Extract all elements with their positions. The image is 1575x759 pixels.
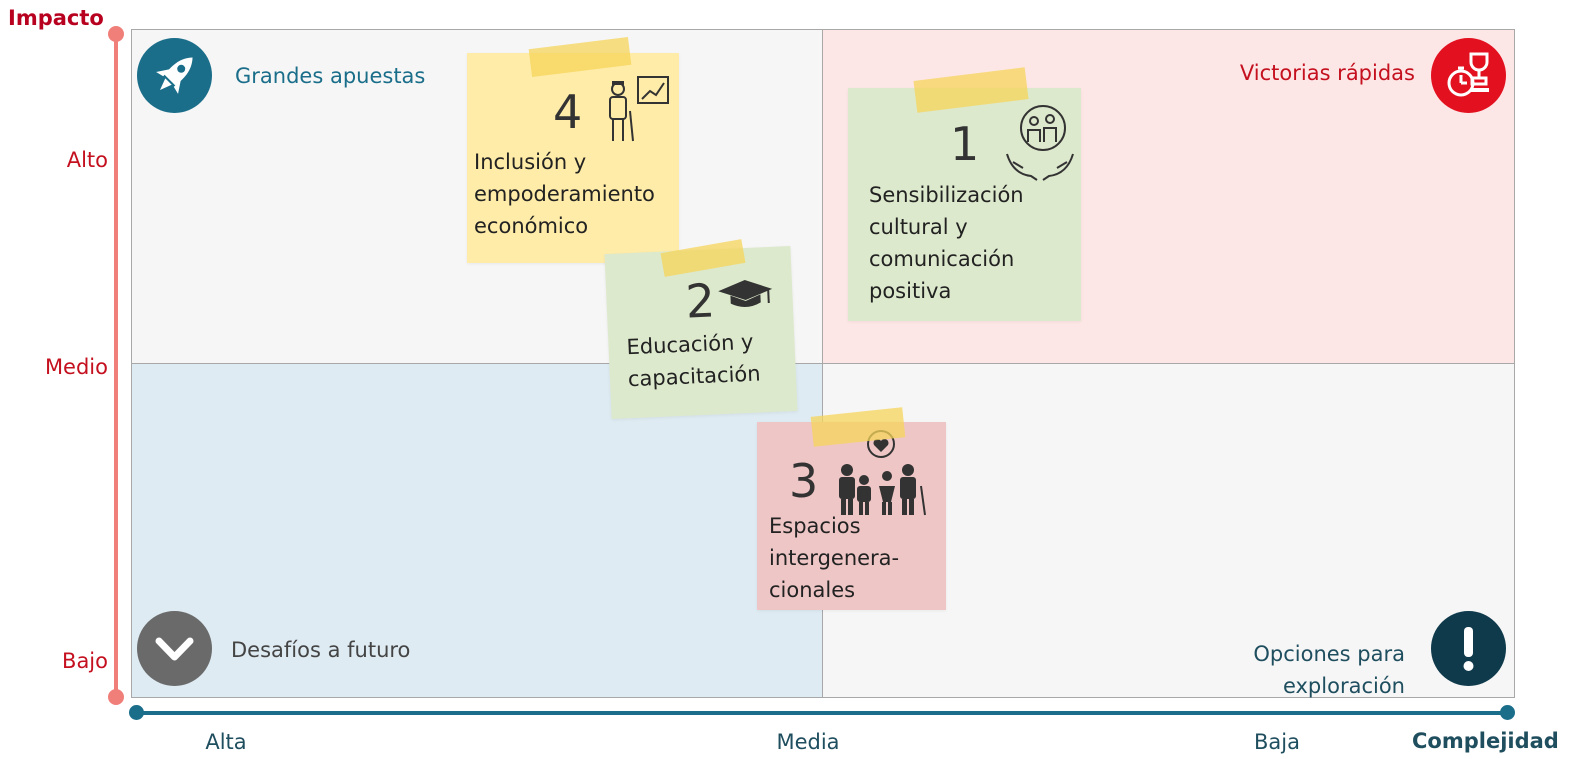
note-number: 3: [789, 454, 819, 508]
note-line: empoderamiento: [474, 182, 655, 206]
exclamation-icon: [1431, 611, 1506, 686]
note-number: 2: [684, 273, 717, 329]
complexity-tick-medium: Media: [776, 730, 840, 754]
note-text: Sensibilización cultural y comunicación …: [869, 179, 1024, 307]
note-line: Inclusión y: [474, 150, 587, 174]
note-line: cionales: [769, 578, 856, 602]
note-text: Educación y capacitación: [626, 325, 761, 395]
impact-axis-start-dot: [108, 689, 124, 705]
community-care-icon: [1003, 102, 1077, 186]
note-line: cultural y: [869, 215, 968, 239]
sticky-note-4: 4 Inclusión y empoderamiento económico: [467, 53, 679, 263]
complexity-axis-start-dot: [129, 705, 144, 720]
quadrant-label-big-bets: Grandes apuestas: [235, 64, 426, 88]
quadrant-label-line: Opciones para: [1253, 642, 1405, 666]
complexity-axis-end-dot: [1500, 705, 1515, 720]
note-line: capacitación: [627, 361, 762, 392]
complexity-tick-low: Baja: [1254, 730, 1300, 754]
note-line: comunicación: [869, 247, 1015, 271]
sticky-note-3: 3: [757, 422, 946, 610]
note-line: intergenera-: [769, 546, 900, 570]
impact-tick-medium: Medio: [44, 355, 108, 379]
chevron-down-icon: [137, 611, 212, 686]
sticky-note-1: 1 Sensibilización cultural y comunicació…: [848, 88, 1081, 321]
complexity-axis-title: Complejidad: [1412, 729, 1559, 753]
note-line: Sensibilización: [869, 183, 1024, 207]
impact-axis-title: Impacto: [8, 6, 104, 30]
quadrant-label-exploration-options: Opciones para exploración: [1253, 638, 1405, 702]
quadrant-future-challenges: [131, 363, 823, 698]
elderly-growth-icon: [600, 75, 674, 149]
note-number: 1: [950, 117, 980, 171]
impact-axis-line: [114, 33, 118, 697]
note-number: 4: [553, 85, 583, 139]
impact-tick-low: Bajo: [62, 649, 108, 673]
note-text: Espacios intergenera- cionales: [769, 510, 899, 606]
impact-axis-end-dot: [108, 26, 124, 42]
note-text: Inclusión y empoderamiento económico: [474, 146, 655, 242]
complexity-tick-high: Alta: [205, 730, 247, 754]
sticky-note-2: 2 Educación y capacitación: [604, 246, 798, 419]
family-heart-icon: [835, 428, 927, 522]
impact-tick-high: Alto: [66, 148, 108, 172]
note-line: positiva: [869, 279, 952, 303]
quadrant-label-line: exploración: [1282, 674, 1405, 698]
quadrant-label-future-challenges: Desafíos a futuro: [231, 638, 411, 662]
graduation-cap-icon: [716, 277, 776, 315]
rocket-icon: [137, 38, 212, 113]
note-line: Espacios: [769, 514, 861, 538]
complexity-axis-line: [136, 711, 1508, 715]
quadrant-label-quick-wins: Victorias rápidas: [1239, 61, 1415, 85]
trophy-stopwatch-icon: [1431, 38, 1506, 113]
note-line: económico: [474, 214, 589, 238]
